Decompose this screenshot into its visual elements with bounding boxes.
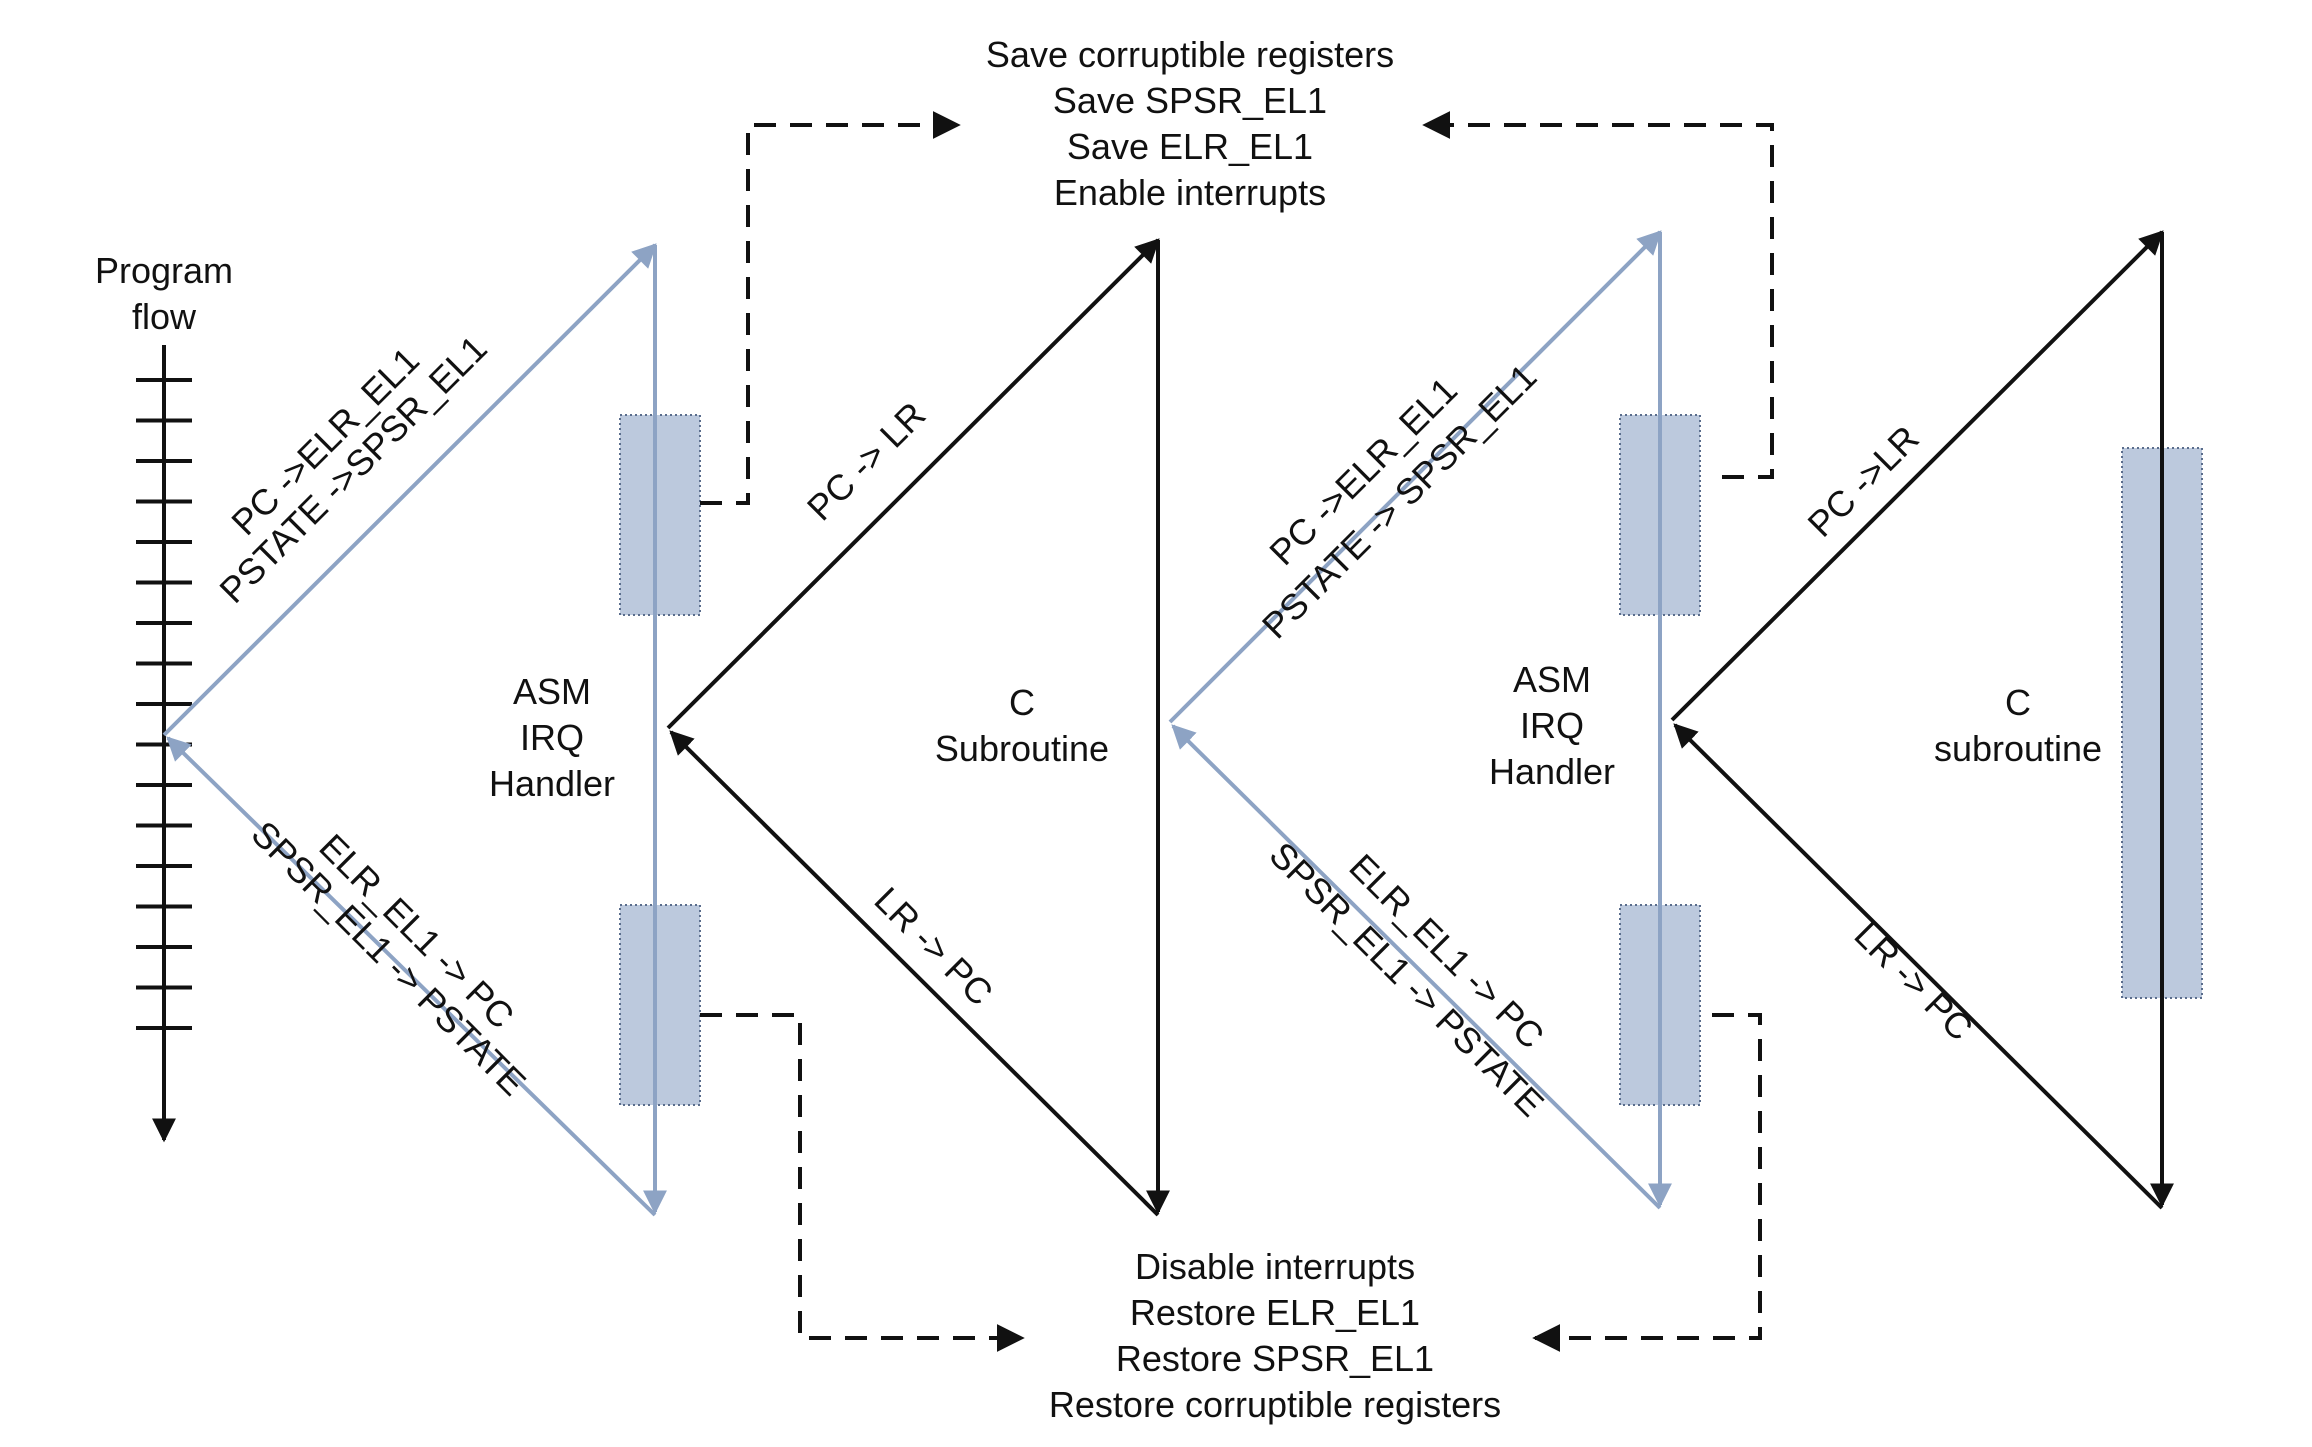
program-flow-label-line1: Program: [95, 250, 233, 291]
exit-2-label-line2: SPSR_EL1 -> PSTATE: [1262, 834, 1552, 1124]
c-subroutine-1-label-line1: C: [1009, 682, 1035, 723]
exception-return-arrow-1: [166, 736, 657, 1217]
bottom-text-line3: Restore SPSR_EL1: [1116, 1338, 1434, 1379]
handler-1-label-line3: Handler: [489, 763, 615, 804]
exception-return-arrow-2: [1171, 724, 1662, 1210]
bottom-text-line1: Disable interrupts: [1135, 1246, 1415, 1287]
c-subroutine-2-label-line1: C: [2005, 682, 2031, 723]
restore-region-1: [619, 904, 701, 1106]
call-arrow-2: [1670, 230, 2164, 722]
save-connector-1: [700, 111, 961, 505]
c-subroutine-2-label-line2: subroutine: [1934, 728, 2102, 769]
call-1-label: PC -> LR: [799, 394, 933, 528]
call-arrow-1: [666, 238, 1160, 730]
exit-1-label-line2: SPSR_EL1 -> PSTATE: [244, 813, 534, 1103]
handler-2-label-line2: IRQ: [1520, 705, 1584, 746]
handler-1-label-line2: IRQ: [520, 717, 584, 758]
handler-2-label-line1: ASM: [1513, 659, 1591, 700]
exception-entry-arrow-1: [162, 243, 657, 737]
program-flow-axis: [136, 345, 192, 1143]
bottom-text-line4: Restore corruptible registers: [1049, 1384, 1501, 1425]
top-text-line2: Save SPSR_EL1: [1053, 80, 1327, 121]
c-subroutine-1-label-line2: Subroutine: [935, 728, 1109, 769]
handler-1-label-line1: ASM: [513, 671, 591, 712]
program-flow-label-line2: flow: [132, 296, 197, 337]
top-text-line3: Save ELR_EL1: [1067, 126, 1313, 167]
top-text-line1: Save corruptible registers: [986, 34, 1394, 75]
bottom-text-line2: Restore ELR_EL1: [1130, 1292, 1420, 1333]
restore-connector-1: [700, 1013, 1025, 1352]
return-arrow-2: [1673, 723, 2164, 1210]
return-arrow-1: [669, 730, 1160, 1217]
handler-2-label-line3: Handler: [1489, 751, 1615, 792]
entry-2-label-line2: PSTATE -> SPSR_EL1: [1254, 356, 1544, 646]
save-connector-2: [1422, 111, 1774, 479]
return-2-label: LR -> PC: [1847, 914, 1981, 1048]
call-2-label: PC ->LR: [1800, 418, 1927, 545]
exception-entry-arrow-2: [1168, 230, 1662, 724]
entry-1-label-line2: PSTATE ->SPSR_EL1: [211, 327, 494, 610]
top-text-line4: Enable interrupts: [1054, 172, 1326, 213]
restore-connector-2: [1532, 1013, 1762, 1352]
save-region-1: [619, 414, 701, 616]
